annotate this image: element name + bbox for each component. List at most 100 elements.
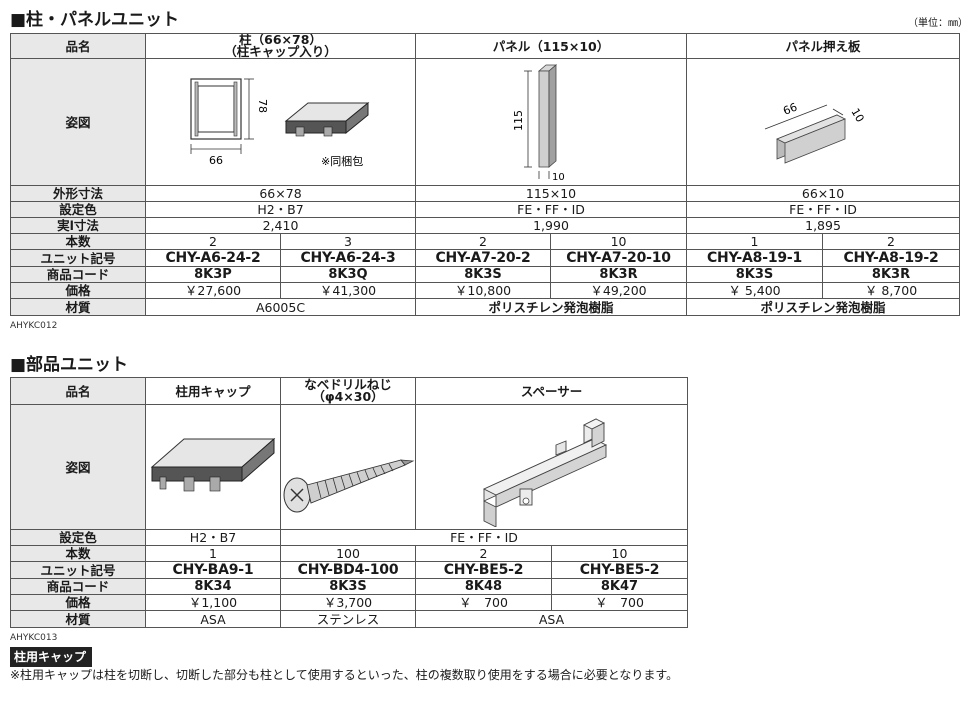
- pillar-material: A6005C: [144, 298, 417, 316]
- spacer-figure: [414, 404, 689, 530]
- label-name: 品名: [10, 33, 146, 59]
- screw-code: 8K3S: [280, 578, 416, 595]
- presser-figure: 66 10: [686, 58, 961, 186]
- pillar-drawing: 66 78 ※同梱包: [190, 78, 370, 168]
- pillar-width-label: 66: [209, 154, 223, 167]
- presser-price-1: ￥ 5,400: [686, 282, 824, 299]
- spacer-code-1: 8K48: [415, 578, 552, 595]
- cap-price: ￥1,100: [145, 594, 281, 611]
- screw-price: ￥3,700: [280, 594, 416, 611]
- pillar-unit-2: CHY-A6-24-3: [279, 249, 417, 267]
- pillar-price-2: ￥41,300: [279, 282, 417, 299]
- presser-drawing: 66 10: [764, 100, 867, 164]
- spacer-price-1: ￥ 700: [415, 594, 552, 611]
- pillar-unit-1: CHY-A6-24-2: [145, 249, 281, 267]
- label-qty: 本数: [10, 233, 146, 250]
- spacer-code-2: 8K47: [550, 578, 689, 595]
- cap-qty: 1: [145, 545, 281, 562]
- presser-thick-label: 10: [848, 106, 866, 125]
- pillar-actual: 2,410: [144, 217, 417, 234]
- spacer-qty-1: 2: [415, 545, 552, 562]
- presser-width-label: 66: [781, 100, 799, 117]
- note-tag: 柱用キャップ: [10, 647, 93, 667]
- section-title-parts: ■部品ユニット: [10, 355, 129, 375]
- parts-label-qty: 本数: [10, 545, 146, 562]
- screw-qty: 100: [280, 545, 416, 562]
- presser-unit-2: CHY-A8-19-2: [822, 249, 961, 267]
- parts-label-figure: 姿図: [10, 404, 146, 530]
- panel-color: FE・FF・ID: [415, 201, 688, 218]
- parts-label-price: 価格: [10, 594, 146, 611]
- panel-thick-label: 10: [552, 172, 565, 183]
- panel-code-2: 8K3R: [550, 266, 688, 283]
- presser-name: パネル押え板: [686, 33, 961, 59]
- label-outer: 外形寸法: [10, 185, 146, 202]
- spacer-price-2: ￥ 700: [550, 594, 689, 611]
- spacer-unit-2: CHY-BE5-2: [550, 561, 689, 579]
- screw-unit: CHY-BD4-100: [280, 561, 416, 579]
- presser-code-2: 8K3R: [822, 266, 961, 283]
- cap-code: 8K34: [145, 578, 281, 595]
- screw-spacer-color: FE・FF・ID: [279, 529, 689, 546]
- screw-drawing: [283, 459, 415, 513]
- pillar-price-1: ￥27,600: [145, 282, 281, 299]
- parts-label-name: 品名: [10, 377, 146, 405]
- note-text: ※柱用キャップは柱を切断し、切断した部分も柱として使用するといった、柱の複数取り…: [10, 668, 679, 682]
- panel-price-2: ￥49,200: [550, 282, 688, 299]
- cap-name: 柱用キャップ: [145, 377, 281, 405]
- pillar-code-2: 8K3Q: [279, 266, 417, 283]
- pillar-name: 柱（66×78） （柱キャップ入り）: [144, 33, 417, 59]
- ref-code-1: AHYKC012: [10, 321, 58, 331]
- unit-note: （単位：㎜）: [908, 18, 968, 29]
- parts-label-material: 材質: [10, 610, 146, 628]
- presser-qty-1: 1: [686, 233, 824, 250]
- label-color: 設定色: [10, 201, 146, 218]
- presser-material: ポリスチレン発泡樹脂: [686, 298, 961, 316]
- pillar-qty-1: 2: [145, 233, 281, 250]
- label-actual: 実l寸法: [10, 217, 146, 234]
- ref-code-2: AHYKC013: [10, 633, 58, 643]
- bundled-note: ※同梱包: [321, 154, 363, 168]
- parts-table: 品名 柱用キャップ なベドリルねじ （φ4×30） スペーサー 姿図: [10, 377, 689, 628]
- pillar-outer: 66×78: [144, 185, 417, 202]
- presser-unit-1: CHY-A8-19-1: [686, 249, 824, 267]
- panel-unit-2: CHY-A7-20-10: [550, 249, 688, 267]
- panel-actual: 1,990: [415, 217, 688, 234]
- pillar-color: H2・B7: [144, 201, 417, 218]
- cap-material: ASA: [145, 610, 281, 628]
- presser-color: FE・FF・ID: [686, 201, 961, 218]
- spacer-drawing: [482, 418, 608, 528]
- panel-figure: 115 10: [415, 58, 688, 186]
- pillar-height-label: 78: [256, 99, 269, 113]
- presser-code-1: 8K3S: [686, 266, 824, 283]
- presser-actual: 1,895: [686, 217, 961, 234]
- panel-outer: 115×10: [415, 185, 688, 202]
- spacer-name: スペーサー: [414, 377, 689, 405]
- presser-qty-2: 2: [822, 233, 961, 250]
- panel-price-1: ￥10,800: [415, 282, 552, 299]
- pillar-code-1: 8K3P: [145, 266, 281, 283]
- parts-label-color: 設定色: [10, 529, 146, 546]
- cap-color: H2・B7: [145, 529, 281, 546]
- cap-unit: CHY-BA9-1: [145, 561, 281, 579]
- screw-name: なベドリルねじ （φ4×30）: [280, 377, 416, 405]
- pillar-figure: 66 78 ※同梱包: [144, 58, 417, 186]
- presser-price-2: ￥ 8,700: [822, 282, 961, 299]
- presser-outer: 66×10: [686, 185, 961, 202]
- label-material: 材質: [10, 298, 146, 316]
- cap-drawing: [150, 437, 276, 492]
- panel-height-label: 115: [512, 110, 525, 131]
- spacer-unit-1: CHY-BE5-2: [415, 561, 552, 579]
- label-unit: ユニット記号: [10, 249, 146, 267]
- pillar-qty-2: 3: [279, 233, 417, 250]
- label-figure: 姿図: [10, 58, 146, 186]
- label-code: 商品コード: [10, 266, 146, 283]
- spacer-qty-2: 10: [550, 545, 689, 562]
- panel-code-1: 8K3S: [415, 266, 552, 283]
- spacer-material: ASA: [414, 610, 689, 628]
- parts-label-unit: ユニット記号: [10, 561, 146, 579]
- cap-figure: [145, 404, 281, 530]
- panel-unit-1: CHY-A7-20-2: [415, 249, 552, 267]
- panel-material: ポリスチレン発泡樹脂: [415, 298, 688, 316]
- pillar-panel-table: 品名 柱（66×78） （柱キャップ入り） パネル（115×10） パネル押え板…: [10, 33, 961, 316]
